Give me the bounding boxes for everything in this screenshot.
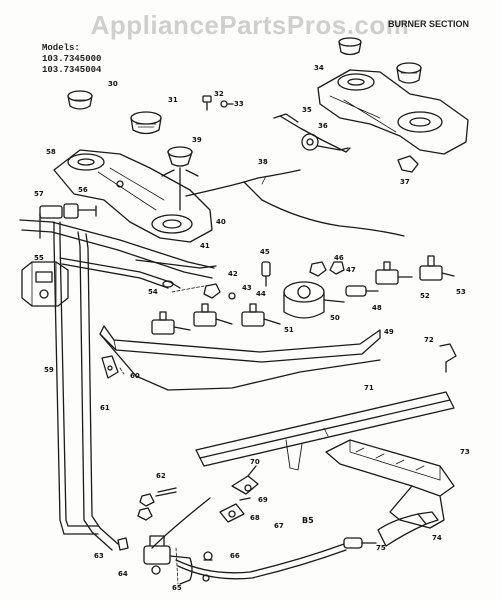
callout-30: 30 [108, 80, 118, 88]
callout-42: 42 [228, 270, 238, 278]
callout-67: 67 [274, 522, 284, 530]
fitting-72-part [439, 343, 457, 373]
callout-35: 35 [302, 106, 312, 114]
callout-69: 69 [258, 496, 268, 504]
angle-bracket-71-part [195, 391, 455, 471]
model-number: 103.7345000 [42, 54, 102, 64]
bracket-60-part [101, 355, 119, 379]
manifold-connector-part [39, 203, 97, 219]
broiler-burner-73-part [325, 439, 455, 529]
footer-mark: B5 [302, 516, 314, 525]
callout-55: 55 [34, 254, 44, 262]
callout-31: 31 [168, 96, 178, 104]
callout-58: 58 [46, 148, 56, 156]
burner-cap-right-part [338, 37, 422, 84]
models-label: Models: [42, 43, 80, 53]
callout-41: 41 [200, 242, 210, 250]
callout-65: 65 [172, 584, 182, 592]
clip-part [397, 155, 419, 173]
section-title: BURNER SECTION [388, 19, 470, 29]
callout-64: 64 [118, 570, 128, 578]
callout-33: 33 [234, 100, 244, 108]
ignitor-burner-part [161, 146, 199, 211]
callout-56: 56 [78, 186, 88, 194]
callout-54: 54 [148, 288, 158, 296]
callout-39: 39 [192, 136, 202, 144]
callout-68: 68 [250, 514, 260, 522]
leader-lines [119, 285, 205, 585]
callout-70: 70 [250, 458, 260, 466]
thermostat-assembly-part [151, 465, 259, 549]
callout-59: 59 [44, 366, 54, 374]
oven-valve-part [283, 281, 345, 319]
callout-62: 62 [156, 472, 166, 480]
callout-36: 36 [318, 122, 328, 130]
burner-valve-right-part [375, 255, 455, 285]
ignition-cable-part [185, 169, 405, 237]
tube-67-part [175, 543, 347, 580]
screw-part [202, 95, 234, 111]
callout-60: 60 [130, 372, 140, 380]
callout-48: 48 [372, 304, 382, 312]
manifold-bar-49-part [99, 325, 381, 391]
callout-61: 61 [100, 404, 110, 412]
bracket-valve-part [273, 113, 351, 153]
left-burner-assembly [53, 149, 213, 243]
pressure-regulator-part [21, 261, 69, 307]
callout-49: 49 [384, 328, 394, 336]
callout-43: 43 [242, 284, 252, 292]
burner-cap-part [67, 90, 93, 110]
gas-manifold-pipes [19, 213, 217, 551]
tube-62-part [155, 487, 177, 497]
fitting-42-43-part [203, 283, 236, 300]
fitting-45-part [261, 261, 271, 287]
orifice-75-part [343, 537, 377, 549]
callout-44: 44 [256, 290, 266, 298]
venturi-74-part [377, 511, 439, 547]
callout-53: 53 [456, 288, 466, 296]
callout-52: 52 [420, 292, 430, 300]
callout-71: 71 [364, 384, 374, 392]
callout-47: 47 [346, 266, 356, 274]
callout-34: 34 [314, 64, 324, 72]
callout-37: 37 [400, 178, 410, 186]
callout-63: 63 [94, 552, 104, 560]
burner-head-part [130, 111, 162, 135]
callout-66: 66 [230, 552, 240, 560]
callout-51: 51 [284, 326, 294, 334]
nut-lower-part [137, 493, 155, 521]
right-burner-assembly [317, 69, 469, 155]
callout-50: 50 [330, 314, 340, 322]
callout-72: 72 [424, 336, 434, 344]
callout-46: 46 [334, 254, 344, 262]
model-number: 103.7345004 [42, 65, 102, 75]
orifice-48-part [345, 285, 379, 297]
callout-45: 45 [260, 248, 270, 256]
callout-57: 57 [34, 190, 44, 198]
callout-75: 75 [376, 544, 386, 552]
callout-40: 40 [216, 218, 226, 226]
callout-74: 74 [432, 534, 442, 542]
callout-73: 73 [460, 448, 470, 456]
nut-fitting-part [309, 261, 345, 277]
callout-38: 38 [258, 158, 268, 166]
callout-32: 32 [214, 90, 224, 98]
safety-valve-part [117, 535, 213, 585]
burner-valve-left-part [151, 303, 281, 335]
